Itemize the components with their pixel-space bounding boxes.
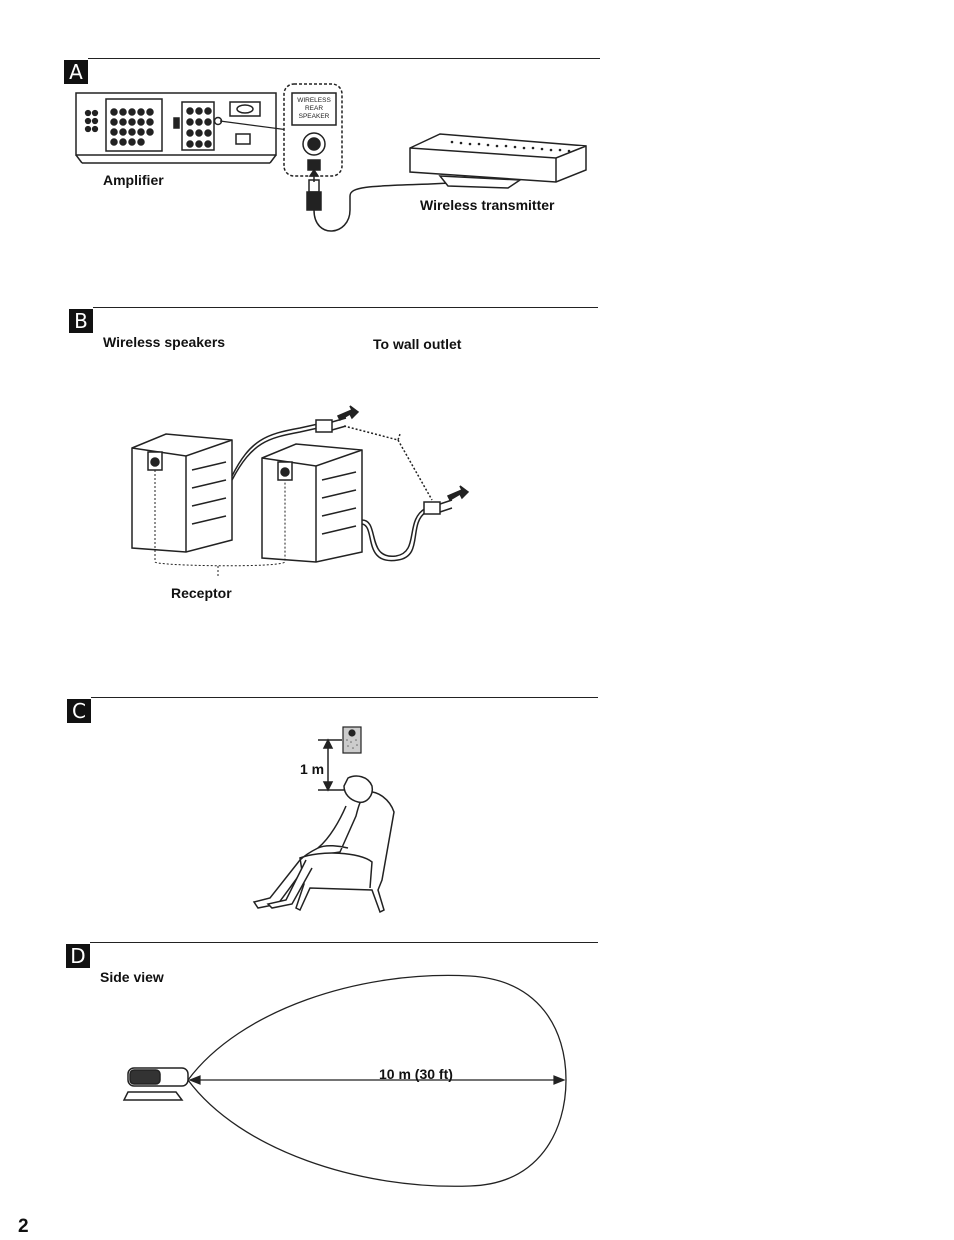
- section-d-marker: D: [66, 944, 90, 968]
- wireless-jack-callout: WIRELESS REAR SPEAKER: [283, 83, 343, 177]
- seated-listener-illustration: [252, 775, 395, 914]
- section-a-rule: [88, 58, 600, 59]
- wireless-transmitter-label: Wireless transmitter: [420, 197, 555, 213]
- jack-label-line-1: WIRELESS: [297, 97, 331, 104]
- section-c-marker: C: [67, 699, 91, 723]
- receptor-leaders: [154, 470, 286, 578]
- power-cords: [231, 405, 470, 562]
- section-c-diagram: [252, 726, 395, 914]
- section-a-letter: A: [69, 60, 83, 84]
- wall-outlet-label: To wall outlet: [373, 336, 462, 352]
- amplifier-label: Amplifier: [103, 172, 164, 188]
- receptor-label: Receptor: [171, 585, 232, 601]
- page-number: 2: [18, 1216, 29, 1237]
- amplifier-illustration: [75, 92, 297, 164]
- section-b-letter: B: [74, 309, 88, 333]
- section-a-marker: A: [64, 60, 88, 84]
- height-label: 1 m: [300, 761, 325, 777]
- transmission-range-lobe: [187, 974, 567, 1187]
- transmitter-side-view-illustration: [122, 1067, 189, 1101]
- wireless-speakers-label: Wireless speakers: [103, 334, 226, 350]
- range-label: 10 m (30 ft): [379, 1066, 453, 1082]
- section-d-rule: [90, 942, 598, 943]
- section-b-rule: [93, 307, 598, 308]
- side-view-label: Side view: [100, 969, 164, 985]
- section-b-marker: B: [69, 309, 93, 333]
- section-b-diagram: [131, 405, 470, 578]
- range-arrow: [188, 1075, 566, 1085]
- section-c-rule: [91, 697, 598, 698]
- section-c-letter: C: [72, 699, 86, 723]
- speaker-right-illustration: [261, 443, 363, 563]
- wireless-transmitter-illustration: [409, 133, 587, 189]
- wall-speaker-illustration: [342, 726, 362, 754]
- section-a-diagram: WIRELESS REAR SPEAKER: [75, 83, 587, 232]
- height-dimension: [318, 738, 346, 792]
- jack-label-line-3: SPEAKER: [299, 113, 330, 120]
- section-d-letter: D: [70, 944, 86, 968]
- transmitter-cable: [306, 168, 471, 232]
- jack-label-line-2: REAR: [305, 105, 323, 112]
